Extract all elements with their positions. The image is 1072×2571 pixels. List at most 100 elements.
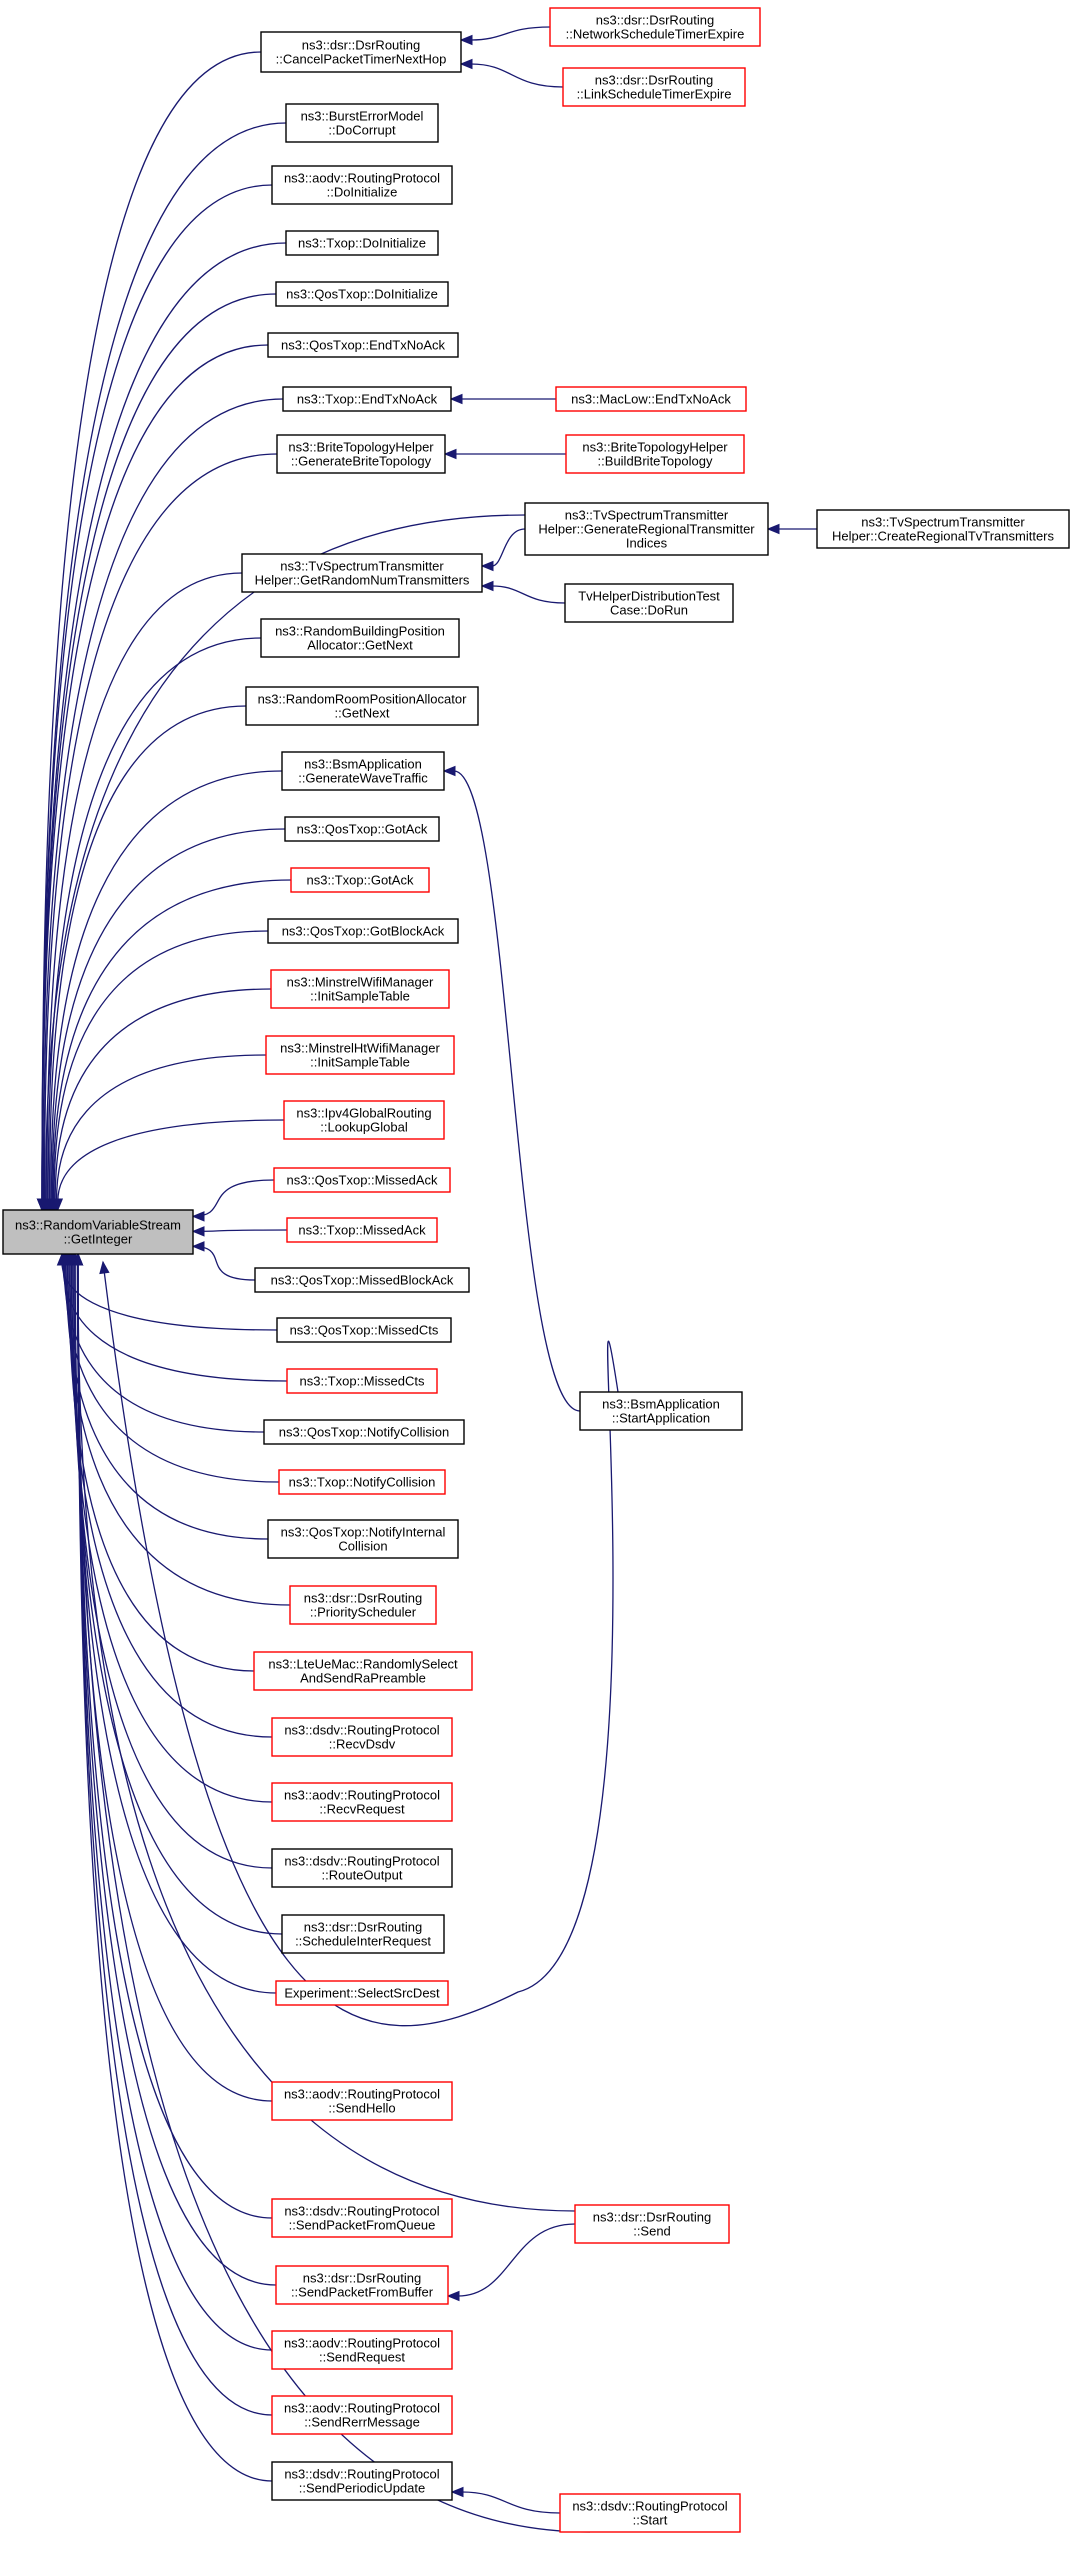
node-bsmgen[interactable]: ns3::BsmApplication::GenerateWaveTraffic: [281, 751, 445, 791]
node-label: ns3::aodv::RoutingProtocol: [284, 2401, 440, 2416]
node-lteue[interactable]: ns3::LteUeMac::RandomlySelectAndSendRaPr…: [253, 1651, 473, 1691]
edge-arrowhead: [99, 1260, 110, 1275]
edge-line: [53, 930, 269, 1203]
node-label: ns3::BsmApplication: [602, 1397, 720, 1412]
node-tvcreate[interactable]: ns3::TvSpectrumTransmitterHelper::Create…: [816, 509, 1070, 549]
node-netsched[interactable]: ns3::dsr::DsrRouting::NetworkScheduleTim…: [549, 7, 761, 47]
edge-maclow-to-txopendtx: [449, 393, 557, 405]
edge-aodvsendreq-to-root: [72, 1252, 273, 2351]
node-qosmissedcts[interactable]: ns3::QosTxop::MissedCts: [276, 1317, 452, 1343]
edge-tvgenreg-to-tvrandnum: [480, 528, 526, 572]
edge-dsdvstart-to-dsdvperiodic: [450, 2486, 561, 2514]
edge-arrowhead: [72, 1252, 84, 1266]
node-minstrel[interactable]: ns3::MinstrelWifiManager::InitSampleTabl…: [270, 969, 450, 1009]
node-aodvrerr[interactable]: ns3::aodv::RoutingProtocol::SendRerrMess…: [271, 2395, 453, 2435]
node-burst[interactable]: ns3::BurstErrorModel::DoCorrupt: [285, 103, 439, 143]
node-dsdvstart[interactable]: ns3::dsdv::RoutingProtocol::Start: [559, 2493, 741, 2533]
edge-line: [461, 2491, 561, 2514]
node-txopgotack[interactable]: ns3::Txop::GotAck: [290, 867, 430, 893]
node-britegen[interactable]: ns3::BriteTopologyHelper::GenerateBriteT…: [276, 434, 446, 474]
edge-dsrsend-to-dsrbuffer: [446, 2223, 576, 2302]
edge-line: [65, 1261, 269, 1540]
node-aodvsendreq[interactable]: ns3::aodv::RoutingProtocol::SendRequest: [271, 2330, 453, 2370]
edge-line: [46, 572, 243, 1203]
node-bsmstart[interactable]: ns3::BsmApplication::StartApplication: [579, 1391, 743, 1431]
node-linksched[interactable]: ns3::dsr::DsrRouting::LinkScheduleTimerE…: [562, 67, 746, 107]
node-tvrandnum[interactable]: ns3::TvSpectrumTransmitterHelper::GetRan…: [241, 553, 483, 593]
node-label: ::NetworkScheduleTimerExpire: [566, 27, 745, 42]
node-rbpos[interactable]: ns3::RandomBuildingPositionAllocator::Ge…: [260, 618, 460, 658]
node-aodvhello[interactable]: ns3::aodv::RoutingProtocol::SendHello: [271, 2081, 453, 2121]
node-label: ns3::dsr::DsrRouting: [596, 13, 715, 28]
node-box: [260, 31, 462, 73]
node-label: ns3::TvSpectrumTransmitter: [861, 515, 1025, 530]
edge-line: [54, 988, 272, 1203]
node-txopinit[interactable]: ns3::Txop::DoInitialize: [285, 230, 439, 256]
node-label: ns3::Txop::MissedCts: [300, 1374, 425, 1389]
node-box: [283, 1100, 445, 1140]
edge-bsmstart-to-bsmgen: [442, 765, 581, 1412]
node-experiment[interactable]: Experiment::SelectSrcDest: [275, 1980, 449, 2006]
node-label: ns3::QosTxop::GotBlockAck: [282, 924, 445, 939]
node-box: [253, 1651, 473, 1691]
edge-dsrbuffer-to-root: [72, 1252, 277, 2286]
node-aodvinit[interactable]: ns3::aodv::RoutingProtocol::DoInitialize: [271, 165, 453, 205]
node-qosgotblock[interactable]: ns3::QosTxop::GotBlockAck: [267, 918, 459, 944]
node-label: ::SendPeriodicUpdate: [299, 2481, 425, 2496]
node-label: ns3::MacLow::EndTxNoAck: [571, 392, 731, 407]
node-qosendtx[interactable]: ns3::QosTxop::EndTxNoAck: [267, 332, 459, 358]
edge-ipv4lookup-to-root: [52, 1119, 285, 1212]
node-minstrelht[interactable]: ns3::MinstrelHtWifiManager::InitSampleTa…: [265, 1035, 455, 1075]
node-dsdvrecv[interactable]: ns3::dsdv::RoutingProtocol::RecvDsdv: [271, 1717, 453, 1757]
edge-arrowhead: [450, 2486, 464, 2498]
node-box: [267, 918, 459, 944]
node-maclow[interactable]: ns3::MacLow::EndTxNoAck: [555, 386, 747, 412]
edge-britebuild-to-britegen: [443, 448, 567, 460]
node-dsdvperiodic[interactable]: ns3::dsdv::RoutingProtocol::SendPeriodic…: [271, 2461, 453, 2501]
node-label: ::GenerateWaveTraffic: [298, 771, 428, 786]
node-txopmissedcts[interactable]: ns3::Txop::MissedCts: [286, 1368, 438, 1394]
edge-txopmissedack-to-root: [191, 1226, 288, 1237]
node-txopendtx[interactable]: ns3::Txop::EndTxNoAck: [282, 386, 452, 412]
edge-line: [41, 122, 287, 1203]
node-rrpos[interactable]: ns3::RandomRoomPositionAllocator::GetNex…: [245, 686, 479, 726]
node-dsrbuffer[interactable]: ns3::dsr::DsrRouting::SendPacketFromBuff…: [275, 2265, 449, 2305]
node-box: [241, 553, 483, 593]
node-root[interactable]: ns3::RandomVariableStream::GetInteger: [2, 1209, 194, 1255]
edge-dsdvperiodic-to-root: [72, 1252, 273, 2482]
node-tvgenreg[interactable]: ns3::TvSpectrumTransmitterHelper::Genera…: [524, 502, 769, 556]
node-label: ns3::Txop::NotifyCollision: [289, 1475, 436, 1490]
node-qosmissedack[interactable]: ns3::QosTxop::MissedAck: [273, 1167, 451, 1193]
node-dsdvroute[interactable]: ns3::dsdv::RoutingProtocol::RouteOutput: [271, 1848, 453, 1888]
edge-arrowhead: [459, 58, 473, 70]
node-ipv4lookup[interactable]: ns3::Ipv4GlobalRouting::LookupGlobal: [283, 1100, 445, 1140]
node-box: [284, 816, 440, 842]
edge-arrowhead: [442, 765, 456, 777]
node-qosinit[interactable]: ns3::QosTxop::DoInitialize: [275, 281, 449, 307]
edge-txopmissedcts-to-root: [57, 1252, 288, 1382]
node-qosmissedblock[interactable]: ns3::QosTxop::MissedBlockAck: [254, 1267, 470, 1293]
node-txopmissedack[interactable]: ns3::Txop::MissedAck: [286, 1217, 438, 1243]
node-dsrprio[interactable]: ns3::dsr::DsrRouting::PriorityScheduler: [289, 1585, 437, 1625]
node-dsdvqueue[interactable]: ns3::dsdv::RoutingProtocol::SendPacketFr…: [271, 2198, 453, 2238]
edge-qosmissedack-to-root: [191, 1179, 275, 1222]
node-txopnotify[interactable]: ns3::Txop::NotifyCollision: [278, 1469, 446, 1495]
node-cancel[interactable]: ns3::dsr::DsrRouting::CancelPacketTimerN…: [260, 31, 462, 73]
node-qosnotify[interactable]: ns3::QosTxop::NotifyCollision: [263, 1419, 465, 1445]
node-qosgotack[interactable]: ns3::QosTxop::GotAck: [284, 816, 440, 842]
node-box: [271, 1717, 453, 1757]
node-dsrsend[interactable]: ns3::dsr::DsrRouting::Send: [574, 2204, 730, 2244]
edge-arrowhead: [443, 448, 457, 460]
node-label: ::LinkScheduleTimerExpire: [577, 87, 732, 102]
edge-line: [41, 51, 262, 1203]
node-dsrsched[interactable]: ns3::dsr::DsrRouting::ScheduleInterReque…: [281, 1914, 445, 1954]
edge-arrowhead: [191, 1226, 205, 1237]
node-label: ns3::aodv::RoutingProtocol: [284, 2336, 440, 2351]
node-aodvrecv[interactable]: ns3::aodv::RoutingProtocol::RecvRequest: [271, 1782, 453, 1822]
edge-line: [470, 63, 564, 88]
edge-arrowhead: [446, 2290, 460, 2302]
node-britebuild[interactable]: ns3::BriteTopologyHelper::BuildBriteTopo…: [565, 434, 745, 474]
node-box: [289, 1585, 437, 1625]
